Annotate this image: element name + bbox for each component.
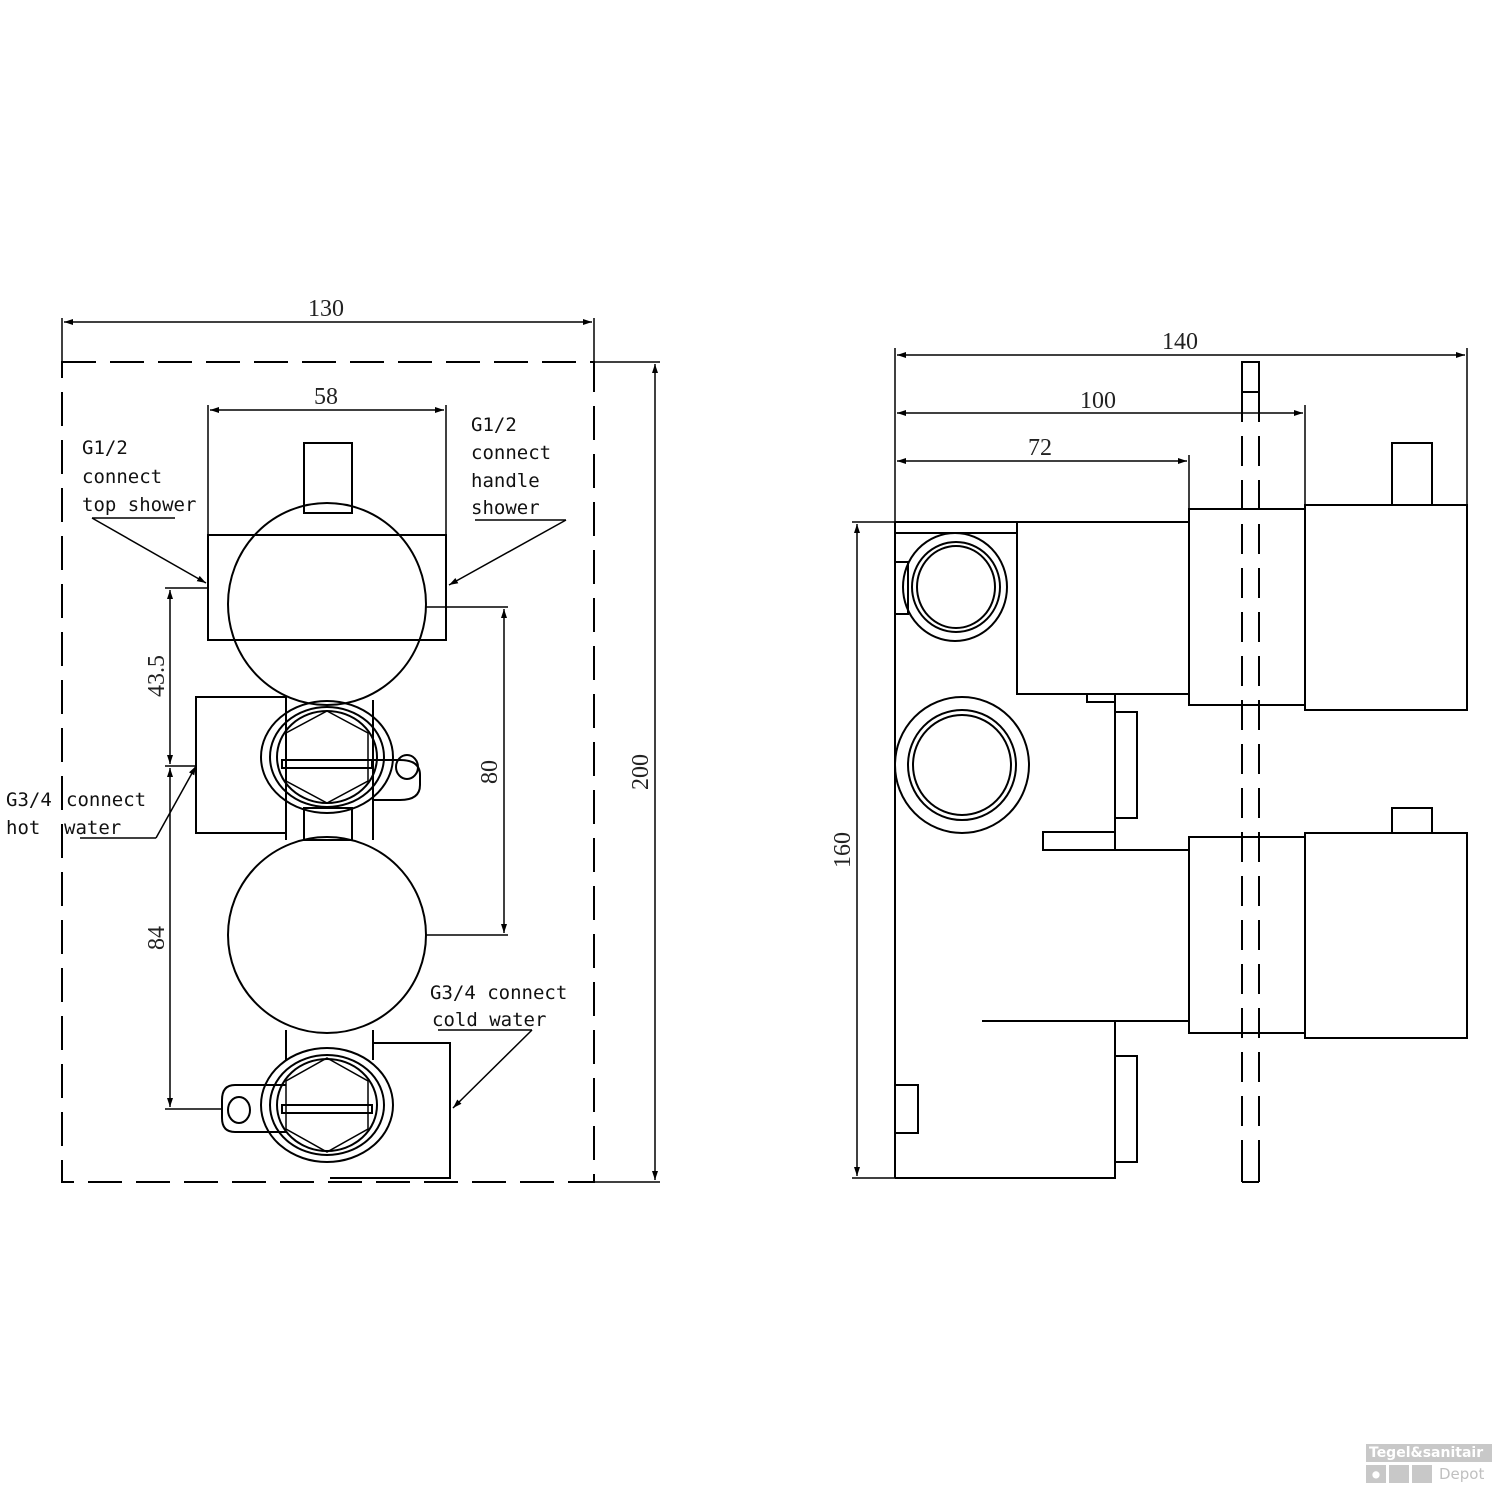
- hot-inlet-block: [195, 696, 287, 834]
- dim-overall-depth: 140: [1162, 329, 1198, 355]
- svg-text:shower: shower: [471, 497, 540, 519]
- label-handle-shower: G1/2 connect handle shower: [448, 414, 567, 586]
- dim-overall-height: 200: [628, 754, 654, 790]
- svg-text:cold water: cold water: [432, 1009, 546, 1031]
- middle-connector: [303, 807, 353, 841]
- dim-center-spacing: 80: [477, 760, 503, 784]
- lower-handle-lever: [1391, 807, 1433, 834]
- dim-depth-to-wall: 100: [1080, 388, 1116, 414]
- dim-body-width: 58: [314, 384, 338, 410]
- label-top-shower: G1/2 connect top shower: [82, 437, 207, 584]
- svg-text:connect: connect: [471, 442, 551, 464]
- svg-text:G1/2: G1/2: [82, 437, 128, 459]
- upper-handle-side: [1304, 504, 1468, 711]
- lower-handle: [227, 836, 427, 1034]
- upper-outlet-port: [894, 532, 1008, 642]
- wall-top-stub: [1241, 361, 1260, 393]
- upper-handle-lever: [1391, 442, 1433, 506]
- mounting-plate-outline: [61, 361, 595, 1183]
- watermark-depot: Depot: [1439, 1465, 1485, 1483]
- label-cold-water: G3/4 connect cold water: [430, 982, 567, 1109]
- side-view: 140 100 72 160: [830, 329, 1468, 1183]
- svg-text:handle: handle: [471, 470, 540, 492]
- dim-body-height: 160: [830, 832, 856, 868]
- cold-inlet-fitting: [221, 1047, 394, 1163]
- watermark-brand: Tegel&sanitair: [1366, 1444, 1492, 1462]
- cold-inlet-block: [330, 1042, 451, 1179]
- svg-text:hot: hot: [6, 817, 40, 839]
- lower-outlet-port: [894, 696, 1030, 834]
- svg-text:G1/2: G1/2: [471, 414, 517, 436]
- tile-square-icon: [1389, 1465, 1409, 1483]
- svg-text:top shower: top shower: [82, 494, 196, 516]
- water-drop-icon: ●: [1366, 1465, 1386, 1483]
- top-spindle: [303, 442, 353, 514]
- svg-text:connect: connect: [82, 466, 162, 488]
- svg-text:G3/4 connect: G3/4 connect: [430, 982, 567, 1004]
- svg-text:water: water: [64, 817, 121, 839]
- tile-square-icon: [1412, 1465, 1432, 1483]
- label-hot-water: G3/4 connect hot water: [6, 765, 197, 839]
- svg-text:connect: connect: [66, 789, 146, 811]
- front-view: 130 200 58: [6, 296, 660, 1183]
- watermark: Tegel&sanitair ● Depot: [1366, 1444, 1492, 1494]
- dim-body-depth: 72: [1028, 435, 1052, 461]
- hot-inlet-fitting: [260, 700, 421, 814]
- upper-valve-sleeve: [1188, 508, 1306, 706]
- svg-text:G3/4: G3/4: [6, 789, 52, 811]
- lower-handle-side: [1304, 832, 1468, 1039]
- upper-cartridge-housing: [1016, 521, 1190, 695]
- upper-handle: [227, 502, 427, 706]
- dim-upper-offset: 43.5: [144, 655, 170, 697]
- dim-overall-width: 130: [308, 296, 344, 322]
- dim-inlet-spacing: 84: [144, 926, 170, 950]
- lower-valve-sleeve: [1188, 836, 1306, 1034]
